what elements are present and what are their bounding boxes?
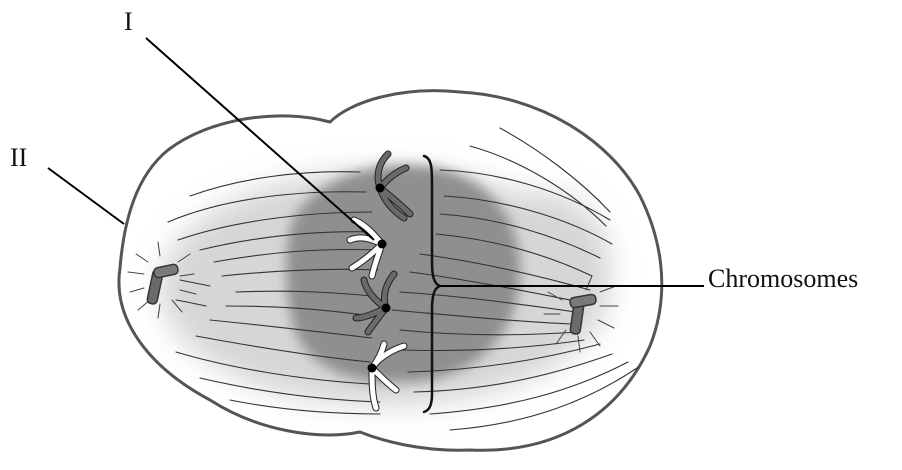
label-chromosomes: Chromosomes [708,266,858,292]
leader-line-ii [48,168,124,224]
label-ii: II [10,145,27,171]
label-i: I [124,9,133,35]
